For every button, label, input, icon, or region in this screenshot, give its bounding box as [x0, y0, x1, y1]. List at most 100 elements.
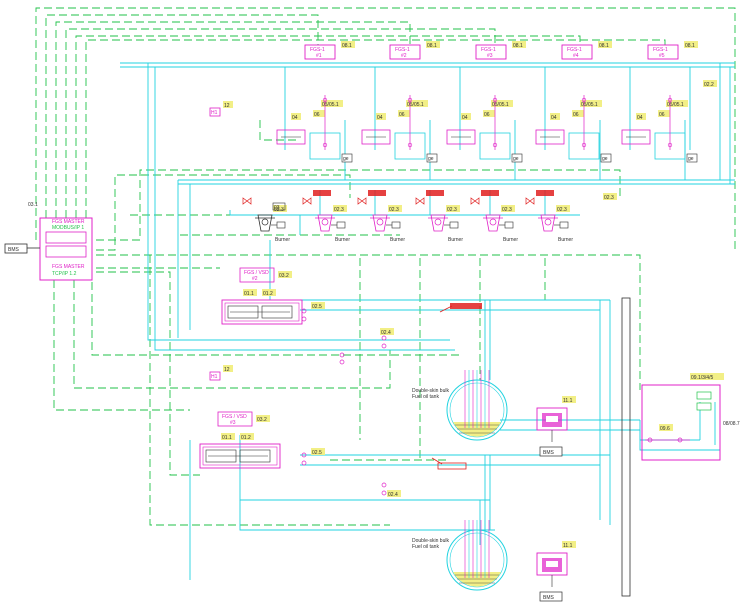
- tank-bms-label: BMS: [543, 450, 555, 456]
- fgs-box-2[interactable]: FGS-1#2 08.1: [389, 41, 440, 60]
- fgs-box-label: FGS-1: [653, 47, 668, 53]
- burner-label: Burner: [390, 237, 405, 243]
- ref-02-5-top: 02.5: [312, 304, 322, 310]
- fgs-box-5[interactable]: FGS-1#5 08.1: [647, 41, 698, 60]
- burner-ref: 02.3: [389, 207, 399, 213]
- fgs-box-1[interactable]: FGS-1#108.1: [304, 41, 355, 60]
- vsd-label: FGS / VSD: [244, 270, 269, 276]
- master-label-bottom: FGS MASTER: [52, 264, 85, 270]
- burner-label: Burner: [558, 237, 573, 243]
- burner-label: Burner: [503, 237, 518, 243]
- master-label-bottom2: TCP/IP 1.2: [52, 271, 77, 277]
- unit-ge: ge: [688, 156, 694, 162]
- tank-subtitle: Fuel oil tank: [412, 544, 439, 550]
- unit-ge: ge: [513, 156, 519, 162]
- fgs-box-label: FGS-1: [395, 47, 410, 53]
- tank-monitor-ref: 11.1: [563, 398, 573, 404]
- fgs-box-sub: #5: [659, 53, 665, 59]
- unit-ge: ge: [428, 156, 434, 162]
- master-bms-box: BMS: [4, 243, 40, 254]
- vsd-sub: #3: [230, 420, 236, 426]
- ref-12-top: 12: [224, 103, 230, 109]
- vsd-valves: [301, 308, 387, 496]
- tank-subtitle: Fuel oil tank: [412, 394, 439, 400]
- top-fgs-boxes: FGS-1#108.1FGS-1#208.1FGS-1#308.1FGS-1#4…: [304, 41, 698, 60]
- ref-02-5-bottom: 02.5: [312, 450, 322, 456]
- master-bms-label: BMS: [8, 247, 20, 253]
- unit-ref-04: 04: [462, 115, 468, 121]
- fgs-box-4[interactable]: FGS-1#408.1: [561, 41, 612, 60]
- pipe-lines: [120, 62, 735, 580]
- unit-ref-06: 06: [659, 112, 665, 118]
- burner-ref: 02.3: [557, 207, 567, 213]
- fgs-box-sub: #3: [487, 53, 493, 59]
- fgs-box-ref: 08.1: [599, 43, 609, 49]
- fgs-master-panel[interactable]: FGS MASTER MODBUS/IP 1 FGS MASTER TCP/IP…: [39, 217, 93, 281]
- vsd-sub: #2: [252, 276, 258, 282]
- fgs-box-3[interactable]: FGS-1#3 08.1: [475, 41, 526, 60]
- ref-03-box: 03: [274, 205, 280, 211]
- h1-bottom: H1 12: [209, 365, 233, 381]
- fgs-box-sub: #1: [316, 53, 322, 59]
- vsd-ref: 03.2: [257, 417, 267, 423]
- tank-title: Double-skin bulk: [412, 538, 449, 544]
- unit-ref-06: 06: [399, 112, 405, 118]
- burner-label: Burner: [275, 237, 290, 243]
- vsd-ref-011: 01.1: [244, 291, 254, 297]
- burner-ref: 02.3: [334, 207, 344, 213]
- burner-ref: 02.3: [447, 207, 457, 213]
- h1-top: H1 12: [209, 101, 233, 117]
- master-label-top: FGS MASTER: [52, 219, 85, 225]
- unit-ref-04: 04: [551, 115, 557, 121]
- fgs-box-sub: #2: [401, 53, 407, 59]
- ref-12-bottom: 12: [224, 367, 230, 373]
- burner-label: Burner: [335, 237, 350, 243]
- burner-ref: 02.3: [502, 207, 512, 213]
- unit-ref-04: 04: [377, 115, 383, 121]
- fgs-box-label: FGS-1: [567, 47, 582, 53]
- fgs-box-ref: 08.1: [685, 43, 695, 49]
- fgs-box-ref: 08.1: [427, 43, 437, 49]
- ref-02-4-bottom: 02.4: [388, 492, 398, 498]
- vsd-ref-012: 01.2: [263, 291, 273, 297]
- ref-02-2: 02.2: [704, 82, 714, 88]
- vertical-riser: [621, 297, 631, 597]
- vsd-ref-012: 01.2: [241, 435, 251, 441]
- fgs-box-ref: 08.1: [513, 43, 523, 49]
- tank-monitor-ref: 11.1: [563, 543, 573, 549]
- unit-ge: ge: [602, 156, 608, 162]
- unit-ref-06: 06: [573, 112, 579, 118]
- unit-ref-04: 04: [637, 115, 643, 121]
- unit-ref-05: 05/05.1: [492, 102, 509, 108]
- control-cabinet[interactable]: [641, 384, 721, 461]
- master-label-top2: MODBUS/IP 1: [52, 225, 84, 231]
- tank-bms-label: BMS: [543, 595, 555, 601]
- unit-ref-04: 04: [292, 115, 298, 121]
- ref-08-08-7: 08/08.7: [723, 421, 740, 427]
- unit-ref-05: 05/05.1: [407, 102, 424, 108]
- fgs-box-label: FGS-1: [481, 47, 496, 53]
- fgs-box-ref: 08.1: [342, 43, 352, 49]
- unit-ref-06: 06: [484, 112, 490, 118]
- ref-09-1-3-4-5: 09.1/3/4/5: [691, 375, 713, 381]
